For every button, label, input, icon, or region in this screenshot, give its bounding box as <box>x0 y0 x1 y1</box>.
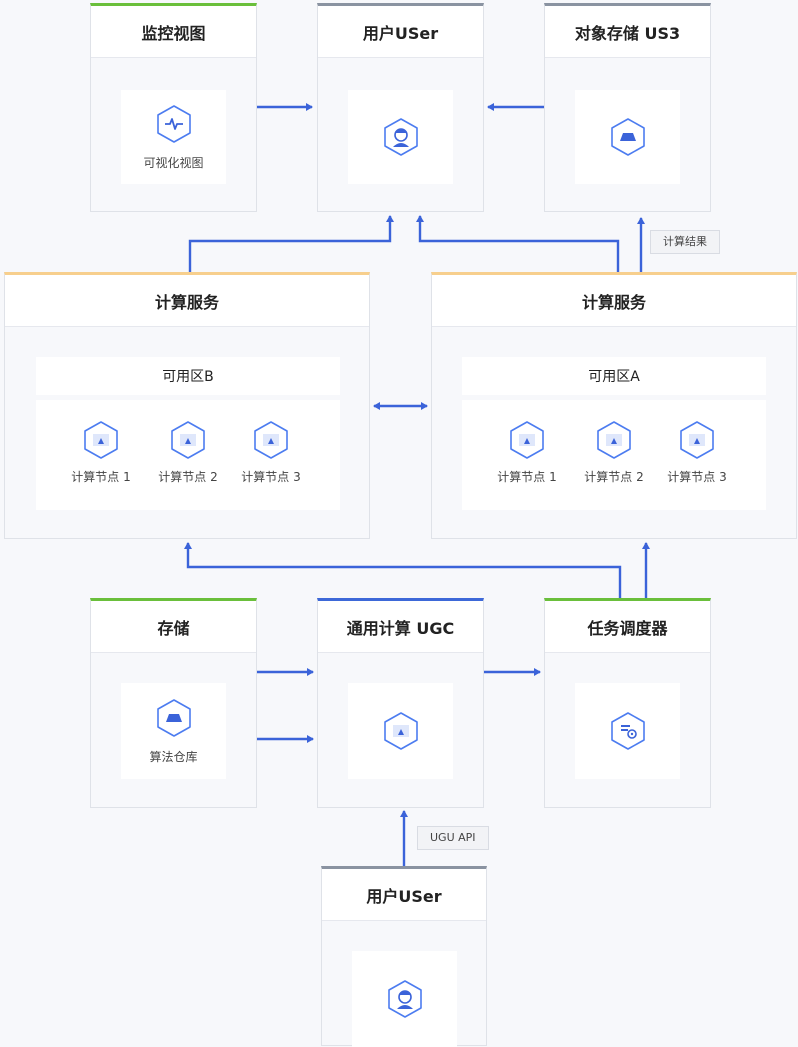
compute-icon <box>381 711 421 751</box>
card-label: 可视化视图 <box>143 155 204 170</box>
arrow-scheduler-to-computeb <box>184 542 622 598</box>
object-storage-us3-panel: 对象存储 US3 <box>544 3 711 212</box>
compute-node-icon <box>594 420 634 460</box>
compute-node-3[interactable]: 计算节点 3 <box>231 420 311 485</box>
storage-tray-icon <box>608 117 648 157</box>
compute-node-icon <box>507 420 547 460</box>
storage-panel: 存储 算法仓库 <box>90 598 257 808</box>
panel-title: 监控视图 <box>91 6 256 58</box>
user-avatar-icon <box>381 117 421 157</box>
ugc-card[interactable] <box>348 683 453 779</box>
visualization-card[interactable]: 可视化视图 <box>121 90 226 184</box>
panel-title: 用户USer <box>318 6 483 58</box>
zone-a-body: 计算节点 1 计算节点 2 计算节点 3 <box>462 400 766 510</box>
arrow-computea-to-user <box>416 215 620 272</box>
node-label: 计算节点 2 <box>158 470 218 484</box>
compute-node-1[interactable]: 计算节点 1 <box>487 420 567 485</box>
algorithm-repo-card[interactable]: 算法仓库 <box>121 683 226 779</box>
zone-b-title: 可用区B <box>36 357 340 395</box>
panel-title: 计算服务 <box>5 275 369 327</box>
node-label: 计算节点 3 <box>241 470 301 484</box>
compute-service-a-panel: 计算服务 可用区A 计算节点 1 计算节点 2 计算节点 3 <box>431 272 797 539</box>
node-label: 计算节点 1 <box>497 470 557 484</box>
zone-b-body: 计算节点 1 计算节点 2 计算节点 3 <box>36 400 340 510</box>
monitor-view-panel: 监控视图 可视化视图 <box>90 3 257 212</box>
compute-service-b-panel: 计算服务 可用区B 计算节点 1 计算节点 2 计算节点 3 <box>4 272 370 539</box>
node-label: 计算节点 1 <box>71 470 131 484</box>
panel-title: 通用计算 UGC <box>318 601 483 653</box>
user-card[interactable] <box>352 951 457 1047</box>
storage-tray-icon <box>154 698 194 738</box>
user-card[interactable] <box>348 90 453 184</box>
scheduler-card[interactable] <box>575 683 680 779</box>
zone-a-title: 可用区A <box>462 357 766 395</box>
scheduler-icon <box>608 711 648 751</box>
compute-node-icon <box>81 420 121 460</box>
us3-card[interactable] <box>575 90 680 184</box>
compute-result-tag: 计算结果 <box>650 230 720 254</box>
compute-node-2[interactable]: 计算节点 2 <box>148 420 228 485</box>
panel-title: 任务调度器 <box>545 601 710 653</box>
card-label: 算法仓库 <box>149 749 198 764</box>
compute-node-icon <box>251 420 291 460</box>
node-label: 计算节点 2 <box>584 470 644 484</box>
node-label: 计算节点 3 <box>667 470 727 484</box>
arrow-computeb-to-user <box>188 215 394 272</box>
user-panel-bottom: 用户USer <box>321 866 487 1047</box>
panel-title: 对象存储 US3 <box>545 6 710 58</box>
monitor-pulse-icon <box>154 104 194 144</box>
compute-node-2[interactable]: 计算节点 2 <box>574 420 654 485</box>
compute-node-icon <box>677 420 717 460</box>
ugc-panel: 通用计算 UGC <box>317 598 484 808</box>
task-scheduler-panel: 任务调度器 <box>544 598 711 808</box>
compute-node-3[interactable]: 计算节点 3 <box>657 420 737 485</box>
compute-node-1[interactable]: 计算节点 1 <box>61 420 141 485</box>
panel-title: 用户USer <box>322 869 486 921</box>
user-avatar-icon <box>385 979 425 1019</box>
panel-title: 存储 <box>91 601 256 653</box>
ugu-api-tag: UGU API <box>417 826 489 850</box>
compute-node-icon <box>168 420 208 460</box>
user-panel-top: 用户USer <box>317 3 484 212</box>
panel-title: 计算服务 <box>432 275 796 327</box>
